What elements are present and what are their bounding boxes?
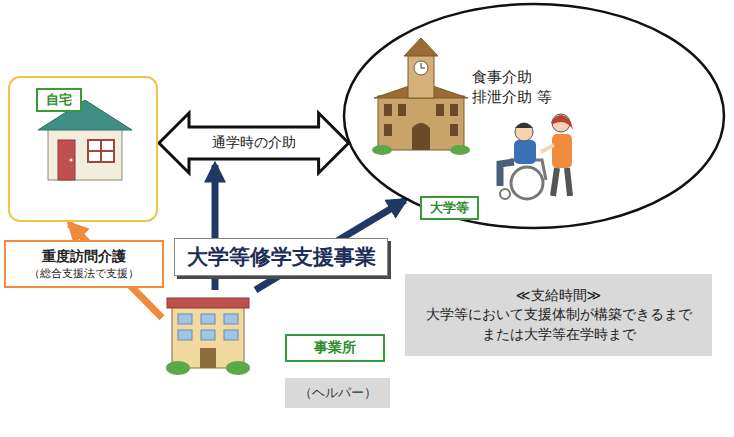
node-title: 事業所 — [285, 334, 385, 362]
office-building-icon — [166, 298, 250, 375]
edge-label: 通学時の介助 — [209, 134, 299, 152]
supply-time-box: ≪支給時間≫大学等において支援体制が構築できるまで または大学等在学時まで — [405, 274, 712, 356]
project-banner: 大学等修学支援事業 — [174, 238, 388, 276]
node-title: （ヘルパー） — [299, 384, 377, 402]
node-text: 大学等において支援体制が構築できるまで または大学等在学時まで — [418, 305, 700, 344]
node-title: 大学等修学支援事業 — [187, 243, 376, 271]
node-title: 重度訪問介護 — [42, 248, 126, 266]
wheelchair-helper-icon — [500, 114, 573, 199]
university-circle: 食事介助 排泄介助 等大学等 — [342, 2, 726, 230]
commute-arrow — [159, 113, 349, 173]
node-title: 食事介助 排泄介助 等 — [472, 68, 572, 107]
service-box: 重度訪問介護（総合支援法で支援） — [4, 240, 164, 288]
node-text: 大学等 — [420, 196, 479, 220]
node-title: 自宅 — [36, 88, 82, 112]
office-area: 事業所 — [162, 290, 390, 374]
circle-outline — [342, 2, 726, 230]
house-icon — [38, 100, 132, 180]
node-text: （総合支援法で支援） — [29, 266, 139, 281]
home-box: 自宅 — [8, 76, 158, 222]
university-icon — [372, 38, 470, 155]
helper-box: （ヘルパー） — [285, 378, 390, 408]
node-title: ≪支給時間≫ — [516, 286, 601, 306]
